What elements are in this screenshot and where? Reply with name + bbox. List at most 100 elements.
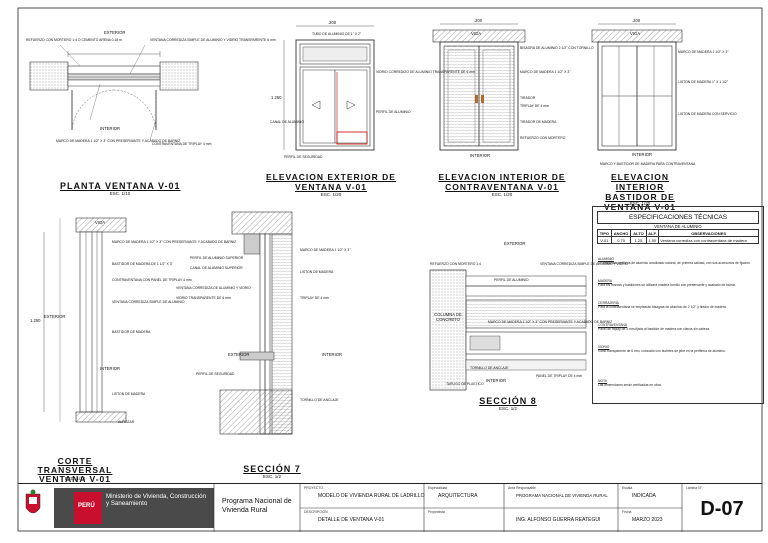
specialty-value: ARQUITECTURA	[438, 493, 478, 499]
label-column: COLUMNA DE CONCRETO	[434, 312, 462, 322]
title-ext-elev: ELEVACION EXTERIOR DE VENTANA V-01	[266, 172, 396, 192]
note-plan-1: REFUERZO CON MORTERO 1:4 O CEMENTO ARENA…	[26, 38, 122, 42]
responsible-caption: Área Responsable	[508, 486, 536, 490]
spec-cell-tipo: V-01	[597, 236, 612, 244]
note-cross-1: MARCO DE MADERA 1 1/2" X 3" CON PRESERVA…	[112, 240, 237, 244]
note-frame-4: MARCO Y BASTIDOR DE MADERA PARA CONTRAVE…	[600, 162, 696, 166]
note-s7-9: TORNILLO DE ANCLAJE	[300, 398, 339, 402]
program-name: Programa Nacional de Vivienda Rural	[222, 498, 292, 514]
section-8	[429, 269, 587, 391]
scale-frame-elev: ESC. 1/20	[629, 201, 651, 206]
note-int-3: TIRADOR	[520, 96, 536, 100]
spec-section-heading: CONTRAVENTANA	[598, 323, 628, 327]
scale-value: INDICADA	[632, 493, 656, 499]
spec-section-text: Vidrio transparente de 6 mm, colocado co…	[598, 349, 726, 353]
label-exterior-cross: EXTERIOR	[44, 314, 66, 319]
dim-height-ext: 1.250	[271, 95, 282, 100]
scale-plan: ESC. 1/10	[109, 191, 131, 196]
plan-view	[29, 44, 199, 141]
note-int-5: TIRADOR DE MADERA	[520, 120, 557, 124]
title-cross-section: CORTE TRANSVERSAL VENTANA V-01	[37, 456, 113, 484]
note-cross-4: VENTANA CORREDIZA SIMPLE DE ALUMINIO	[112, 300, 185, 304]
note-int-1: BISAGRA DE ALUMINIO 2 1/2" CON TORNILLO	[520, 46, 594, 50]
title-block-grid	[25, 484, 683, 532]
spec-cell-alf: 1.50	[645, 236, 660, 244]
note-ext-3: PERFIL DE ALUMINIO	[376, 110, 411, 114]
note-plan-4: CONTRAVENTANA DE TRIPLAY 4 mm	[152, 142, 212, 146]
note-int-6: REFUERZO CON MORTERO	[520, 136, 566, 140]
spec-header-alto: ALTO	[630, 229, 647, 237]
ministry-name: Ministerio de Vivienda, Construcción y S…	[106, 493, 206, 508]
spec-section-text: Para los marcos y bastidores se utilizar…	[598, 283, 736, 287]
title-section-7: SECCIÓN 7	[243, 464, 301, 474]
note-s8-2: PERFIL DE ALUMINIO	[494, 278, 529, 282]
spec-section-text: Las dimensiones serán verificadas en obr…	[598, 383, 662, 387]
spec-section-heading: NOTA	[598, 379, 607, 383]
spec-section-heading: MADERA	[598, 279, 613, 283]
specifications-panel: ESPECIFICACIONES TÉCNICAS VENTANA DE ALU…	[592, 206, 764, 404]
label-viga-int: VIGA	[471, 31, 482, 36]
dim-width-int: .200	[474, 18, 483, 23]
label-interior-elev: INTERIOR	[470, 153, 491, 158]
note-cross-6: LISTON DE MADERA	[112, 392, 146, 396]
spec-header-obs: OBSERVACIONES	[658, 229, 759, 237]
note-s7-1: PERFIL DE ALUMINIO SUPERIOR	[190, 256, 244, 260]
scale-section-8: ESC. 1/2	[498, 406, 517, 411]
note-s8-5: PANEL DE TRIPLAY DE 4 mm	[536, 374, 583, 378]
sheet-code: D-07	[700, 498, 744, 520]
dim-width-ext: .200	[328, 20, 337, 25]
label-exterior-plan: EXTERIOR	[104, 30, 126, 35]
note-frame-1: MARCO DE MADERA 1 1/2" X 3"	[678, 50, 729, 54]
plan-wall-left	[29, 61, 69, 91]
note-ext-2: CANAL DE ALUMINIO	[270, 120, 304, 124]
label-exterior-s7: EXTERIOR	[228, 352, 250, 357]
note-frame-3: LISTON DE MADERA CON SERVICIO	[678, 112, 737, 116]
frame-elevation	[591, 23, 683, 151]
label-exterior-s8: EXTERIOR	[504, 241, 526, 246]
note-s7-3: VENTANA CORREDIZA DE ALUMINIO Y VIDRIO	[176, 286, 251, 290]
note-frame-2: LISTON DE MADERA 1" X 1 1/2"	[678, 80, 729, 84]
note-s7-7: TRIPLAY DE 4 mm	[300, 296, 329, 300]
label-interior-s7: INTERIOR	[322, 352, 343, 357]
interior-elevation	[432, 23, 526, 151]
scale-int-elev: ESC. 1/20	[491, 192, 513, 197]
date-caption: Fecha	[622, 510, 632, 514]
description-value: DETALLE DE VENTANA V-01	[318, 517, 385, 523]
spec-title: ESPECIFICACIONES TÉCNICAS	[597, 211, 759, 224]
title-block: PERÚ Ministerio de Vivienda, Construcció…	[18, 483, 762, 532]
scale-cross-section: ESC. 1/10	[64, 476, 86, 481]
sheet-caption: Lámina N°	[686, 486, 702, 490]
spec-header-tipo: TIPO	[597, 229, 612, 237]
sheet-border	[17, 7, 763, 532]
dim-height-cross: 1.250	[30, 318, 41, 323]
label-interior-cross: INTERIOR	[100, 366, 121, 371]
spec-section-heading: VIDRIO	[598, 345, 610, 349]
note-ext-1: TUBO DE ALUMINIO DE 1" X 2"	[312, 32, 362, 36]
country-label: PERÚ	[78, 503, 95, 509]
note-cross-5: BASTIDOR DE MADERA	[112, 330, 151, 334]
note-s7-8: PERFIL DE SEGURIDAD	[196, 372, 235, 376]
note-s8-6: TARUGO DE PLASTICO	[446, 382, 484, 386]
spec-header-ancho: ANCHO	[610, 229, 632, 237]
section-7	[219, 211, 293, 435]
note-s7-6: LISTON DE MADERA	[300, 270, 334, 274]
note-cross-2: BASTIDOR DE MADERA DE 1 1/2" X 3"	[112, 262, 173, 266]
label-interior-plan: INTERIOR	[100, 126, 121, 131]
spec-table: TIPO ANCHO ALTO ALF. OBSERVACIONES V-01 …	[597, 229, 759, 244]
project-caption: PROYECTO:	[304, 486, 324, 490]
coat-of-arms-icon	[25, 489, 41, 514]
label-interior-frame: INTERIOR	[632, 152, 653, 157]
spec-section-heading: CERRAJERÍA	[598, 301, 619, 305]
responsible-value: PROGRAMA NACIONAL DE VIVIENDA RURAL	[516, 493, 608, 498]
label-viga-cross: VIGA	[95, 220, 106, 225]
cross-section	[43, 217, 127, 423]
label-interior-s8: INTERIOR	[486, 378, 507, 383]
description-caption: DESCRIPCIÓN	[304, 510, 328, 514]
